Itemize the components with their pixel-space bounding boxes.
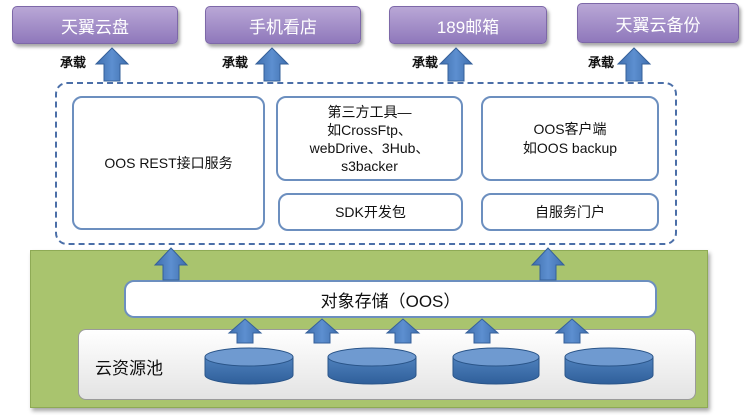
up-arrow-icon [616,47,652,82]
sdk-label: SDK开发包 [335,204,406,220]
carry-label: 承载 [588,55,615,70]
app-box-label: 手机看店 [249,17,317,37]
sdk-box: SDK开发包 [278,193,463,231]
up-arrow-icon [94,47,130,82]
up-arrow-icon [438,47,474,82]
third-party-tools-box: 第三方工具— 如CrossFtp、 webDrive、3Hub、 s3backe… [276,96,463,181]
app-box-label: 天翼云备份 [615,15,701,35]
up-arrow-icon [304,318,340,344]
carry-label: 承载 [412,55,439,70]
carry-label: 承载 [60,55,87,70]
third-party-line: 第三方工具— [327,103,412,120]
up-arrow-icon [530,247,566,281]
third-party-line: 如CrossFtp、 [327,121,412,138]
object-storage-bar: 对象存储（OOS） [124,280,657,318]
app-box-label: 天翼云盘 [61,17,129,37]
app-box-label: 189邮箱 [436,17,500,37]
oos-client-line: 如OOS backup [522,139,618,156]
up-arrow-icon [254,47,290,82]
up-arrow-icon [227,318,263,344]
up-arrow-icon [153,247,189,281]
third-party-line: webDrive、3Hub、 [309,139,430,156]
oos-client-box: OOS客户端 如OOS backup [481,96,659,181]
up-arrow-icon [464,318,500,344]
app-box-mobile-store: 手机看店 [205,6,361,44]
oos-rest-service-box: OOS REST接口服务 [72,96,265,230]
carry-label: 承载 [222,55,249,70]
app-box-189-mail: 189邮箱 [389,6,547,44]
storage-disk-icon [452,347,540,385]
storage-disk-icon [204,347,294,385]
oos-rest-service-label: OOS REST接口服务 [104,155,233,171]
oos-client-line: OOS客户端 [533,120,607,137]
up-arrow-icon [385,318,421,344]
object-storage-label: 对象存储（OOS） [320,291,461,311]
self-service-portal-label: 自服务门户 [535,204,605,220]
self-service-portal-box: 自服务门户 [481,193,659,231]
up-arrow-icon [554,318,590,344]
third-party-line: s3backer [341,157,398,174]
storage-disk-icon [327,347,417,385]
app-box-tianyi-cloud-disk: 天翼云盘 [12,6,178,44]
resource-pool-label: 云资源池 [95,359,163,378]
app-box-tianyi-cloud-backup: 天翼云备份 [577,3,739,43]
storage-disk-icon [564,347,654,385]
